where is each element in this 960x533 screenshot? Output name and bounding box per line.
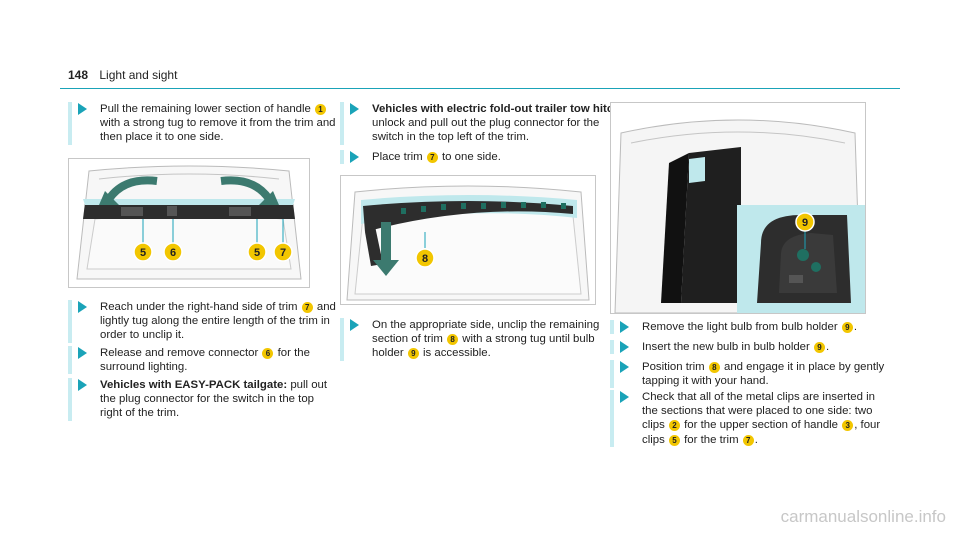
callout-badge: 8 bbox=[447, 334, 459, 346]
step-arrow-icon bbox=[78, 301, 87, 313]
callout-badge: 3 bbox=[842, 420, 854, 432]
callout-badge: 9 bbox=[813, 342, 825, 353]
callout-badge: 9 bbox=[841, 322, 853, 333]
callout-label: 8 bbox=[422, 253, 428, 265]
step-check-clips: Check that all of the metal clips are in… bbox=[610, 390, 892, 447]
step-release-connector: Release and remove connector 6 for the s… bbox=[68, 346, 338, 375]
callout-badge: 1 bbox=[315, 104, 327, 115]
watermark: carmanualsonline.info bbox=[780, 507, 946, 526]
step-text: to one side. bbox=[441, 151, 501, 163]
callout-badge: 9 bbox=[407, 348, 419, 360]
step-insert-bulb: Insert the new bulb in bulb holder 9. bbox=[610, 340, 892, 355]
step-text: Insert the new bulb in bulb holder bbox=[642, 341, 810, 353]
callout-7 bbox=[273, 242, 293, 262]
step-pull-handle: Pull the remaining lower section of hand… bbox=[68, 102, 338, 145]
tailgate-trim-illustration: 5 6 5 7 bbox=[76, 165, 302, 280]
step-text: . bbox=[825, 341, 830, 353]
step-place-trim: Place trim 7 to one side. bbox=[340, 150, 624, 165]
callout-badge: 6 bbox=[262, 348, 274, 359]
header-rule bbox=[60, 88, 900, 89]
step-text: , four clips bbox=[642, 419, 881, 446]
page-header: 148 Light and sight bbox=[68, 68, 177, 82]
callout-label: 9 bbox=[802, 217, 808, 229]
step-text: with a strong tug until bulb holder bbox=[372, 333, 595, 360]
step-bold-text: Vehicles with EASY-PACK tailgate: bbox=[100, 379, 288, 391]
callout-9 bbox=[795, 212, 815, 232]
callout-label: 5 bbox=[140, 247, 146, 259]
callout-badge: 5 bbox=[668, 434, 680, 446]
step-text: for the upper section of handle bbox=[684, 419, 839, 432]
callout-label: 6 bbox=[170, 247, 176, 259]
step-text: On the appropriate side, unclip the rema… bbox=[372, 319, 600, 346]
step-arrow-icon bbox=[350, 151, 359, 163]
callout-badge: 8 bbox=[708, 362, 720, 373]
figure-tailgate-trim: 5 6 5 7 bbox=[68, 158, 310, 288]
step-text: Reach under the right-hand side of trim bbox=[100, 301, 298, 313]
callout-5 bbox=[133, 242, 153, 262]
callout-badge: 2 bbox=[668, 420, 680, 432]
step-text: unlock and pull out the plug connector f… bbox=[372, 117, 600, 144]
step-trailer-hitch: Vehicles with electric fold-out trailer … bbox=[340, 102, 624, 145]
step-unclip-remaining: On the appropriate side, unclip the rema… bbox=[340, 318, 624, 361]
step-text: and engage it in place by gently tapping… bbox=[642, 361, 885, 388]
step-reach-under: Reach under the right-hand side of trim … bbox=[68, 300, 338, 343]
step-arrow-icon bbox=[620, 391, 629, 403]
callout-badge: 7 bbox=[301, 302, 313, 313]
page-number: 148 bbox=[68, 68, 89, 82]
step-easy-pack: Vehicles with EASY-PACK tailgate: pull o… bbox=[68, 378, 338, 421]
step-text: and lightly tug along the entire length … bbox=[100, 301, 336, 342]
callout-label: 5 bbox=[254, 247, 260, 259]
step-text: Release and remove connector bbox=[100, 347, 259, 359]
step-arrow-icon bbox=[620, 361, 629, 373]
step-position-trim: Position trim 8 and engage it in place b… bbox=[610, 360, 892, 389]
step-remove-bulb: Remove the light bulb from bulb holder 9… bbox=[610, 320, 892, 335]
callout-badge: 7 bbox=[742, 434, 754, 446]
step-arrow-icon bbox=[78, 103, 87, 115]
figure-unclip-trim: 8 bbox=[340, 175, 596, 305]
step-text: pull out the plug connector for the swit… bbox=[100, 379, 328, 420]
step-text: Position trim bbox=[642, 361, 705, 373]
step-text: Pull the remaining lower section of hand… bbox=[100, 103, 311, 115]
step-text: Remove the light bulb from bulb holder bbox=[642, 321, 838, 333]
step-text: Place trim bbox=[372, 151, 423, 163]
step-arrow-icon bbox=[350, 319, 359, 331]
callout-badge: 7 bbox=[426, 152, 438, 163]
step-arrow-icon bbox=[78, 347, 87, 359]
step-text: . bbox=[754, 433, 758, 446]
step-text: is accessible. bbox=[423, 347, 491, 360]
callout-6 bbox=[163, 242, 183, 262]
bulb-holder-illustration: 9 bbox=[614, 119, 865, 313]
callout-8 bbox=[415, 248, 435, 268]
callout-5 bbox=[247, 242, 267, 262]
step-arrow-icon bbox=[350, 103, 359, 115]
section-title: Light and sight bbox=[99, 68, 178, 82]
step-arrow-icon bbox=[78, 379, 87, 391]
step-arrow-icon bbox=[620, 341, 629, 353]
step-bold-text: Vehicles with electric fold-out trailer … bbox=[372, 103, 624, 115]
step-text: with a strong tug to remove it from the … bbox=[100, 117, 336, 144]
figure-bulb-holder: 9 bbox=[610, 102, 866, 314]
step-text: . bbox=[853, 321, 857, 333]
unclip-trim-illustration: 8 bbox=[346, 185, 590, 301]
step-arrow-icon bbox=[620, 321, 629, 333]
callout-label: 7 bbox=[280, 247, 286, 259]
step-text: for the trim bbox=[684, 433, 739, 446]
step-text: Check that all of the metal clips are in… bbox=[642, 391, 875, 432]
step-text: for the surround lighting. bbox=[100, 347, 310, 374]
